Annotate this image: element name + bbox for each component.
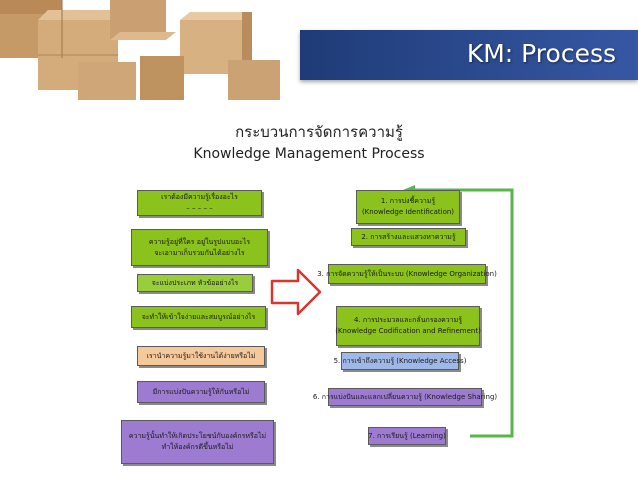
step-box-3: 3. การจัดความรู้ให้เป็นระบบ (Knowledge O… — [317, 264, 497, 284]
title-bar: KM: Process — [300, 30, 638, 80]
subtitle-thai: กระบวนการจัดการความรู้ — [235, 123, 403, 141]
subtitle-english: Knowledge Management Process — [193, 146, 425, 162]
question-box-4: จะทำให้เข้าใจง่ายและสมบูรณ์อย่างไร — [131, 306, 266, 328]
step-box-4: 4. การประมวลและกลั่นกรองความรู้ (Knowled… — [335, 306, 481, 346]
right-arrow-icon — [270, 268, 322, 316]
question-box-3: จะแบ่งประเภท หัวข้ออย่างไร — [137, 274, 253, 292]
step-box-6: 6. การแบ่งปันและแลกเปลี่ยนความรู้ (Knowl… — [313, 388, 497, 406]
question-box-1: เราต้องมีความรู้เรื่องอะไร – – – – – — [137, 190, 262, 216]
question-box-6: มีการแบ่งปันความรู้ให้กันหรือไม่ — [137, 381, 265, 403]
slide-title: KM: Process — [466, 39, 616, 68]
question-box-5: เรานำความรู้มาใช้งานได้ง่ายหรือไม่ — [137, 346, 265, 366]
step-box-2: 2. การสร้างและแสวงหาความรู้ — [351, 228, 466, 246]
step-box-1: 1. การบ่งชี้ความรู้ (Knowledge Identific… — [356, 190, 460, 224]
step-box-7: 7. การเรียนรู้ (Learning) — [368, 427, 446, 445]
step-box-5: 5. การเข้าถึงความรู้ (Knowledge Access) — [334, 352, 466, 370]
question-box-2: ความรู้อยู่ที่ใคร อยู่ในรูปแบบอะไร จะเอา… — [131, 229, 268, 266]
question-box-7: ความรู้นั้นทำให้เกิดประโยชน์กับองค์กรหรื… — [121, 420, 274, 464]
stacked-boxes-icon — [0, 0, 300, 100]
